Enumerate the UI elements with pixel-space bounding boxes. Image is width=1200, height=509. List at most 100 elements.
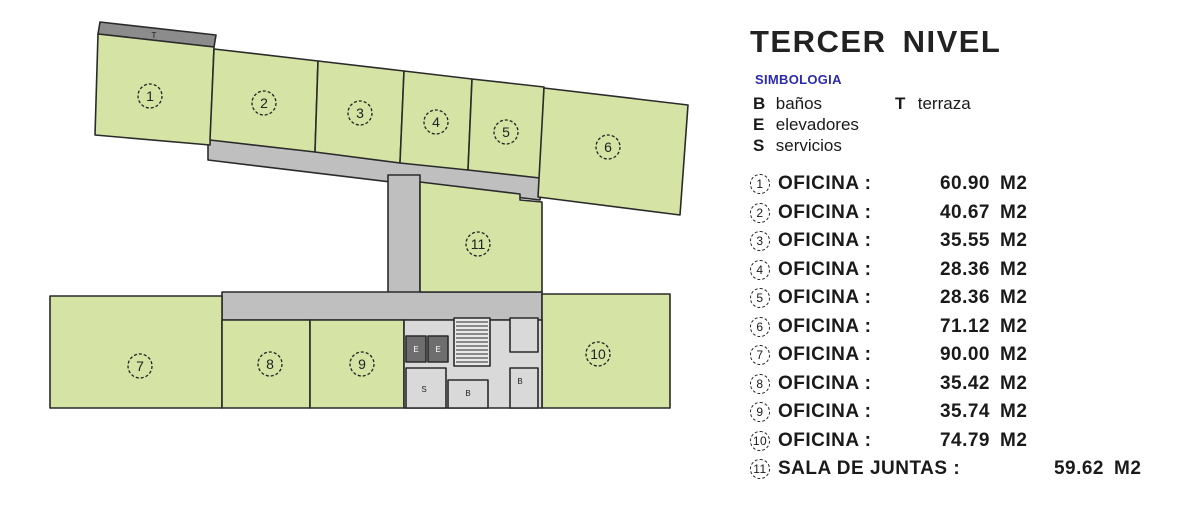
area-value: 28.36 xyxy=(939,287,990,309)
corridor-lower xyxy=(221,291,543,321)
room-number-icon: 3 xyxy=(750,231,770,252)
room-number-icon: 9 xyxy=(750,402,770,423)
legend-label: terraza xyxy=(917,94,971,113)
legend-label: elevadores xyxy=(775,115,859,134)
area-unit: M2 xyxy=(1000,429,1028,451)
area-value: 90.00 xyxy=(939,344,990,366)
bath-label-2: B xyxy=(517,377,522,386)
room-number-icon: 11 xyxy=(750,459,770,480)
room-7 xyxy=(49,295,223,409)
legend-item-s: S servicios xyxy=(753,135,1190,156)
area-name: SALA DE JUNTAS : xyxy=(778,458,961,480)
room-marker-circle xyxy=(465,231,491,257)
area-unit: M2 xyxy=(1000,173,1028,195)
legend-item-t: T terraza xyxy=(895,93,971,114)
area-unit: M2 xyxy=(1000,258,1028,280)
room-number-icon: 8 xyxy=(750,373,770,394)
room-number-icon: 6 xyxy=(750,316,770,337)
area-row: 4 OFICINA : 28.36 M2 xyxy=(750,256,1190,285)
room-number-icon: 1 xyxy=(750,174,770,195)
area-name: OFICINA : xyxy=(778,258,872,280)
service-box xyxy=(509,317,539,353)
room-marker-label: 11 xyxy=(471,236,486,252)
legend: B baños T terraza E elevadores S servici… xyxy=(753,93,1190,156)
area-row: 3 OFICINA : 35.55 M2 xyxy=(750,227,1190,256)
area-unit: M2 xyxy=(1000,230,1028,252)
area-name: OFICINA : xyxy=(778,230,872,252)
legend-code: T xyxy=(895,94,906,113)
legend-label: servicios xyxy=(775,136,842,155)
room-marker-label: 3 xyxy=(356,105,364,121)
room-marker-label: 1 xyxy=(146,88,154,104)
room-number-icon: 10 xyxy=(750,430,770,451)
area-row: 5 OFICINA : 28.36 M2 xyxy=(750,284,1190,313)
area-unit: M2 xyxy=(1114,458,1142,480)
room-marker-label: 2 xyxy=(260,95,268,111)
area-value: 40.67 xyxy=(939,201,990,223)
legend-heading: SIMBOLOGIA xyxy=(755,72,842,87)
room-marker-label: 7 xyxy=(136,358,144,374)
room-number-icon: 5 xyxy=(750,288,770,309)
legend-code: S xyxy=(753,136,765,155)
area-name: OFICINA : xyxy=(778,287,872,309)
bath-label-1: B xyxy=(465,389,470,398)
area-value: 35.74 xyxy=(939,401,990,423)
legend-item-e: E elevadores xyxy=(753,114,1190,135)
area-value: 71.12 xyxy=(939,315,990,337)
bath-2 xyxy=(509,367,539,409)
area-name: OFICINA : xyxy=(778,344,872,366)
room-marker-label: 5 xyxy=(502,124,510,140)
room-9 xyxy=(309,319,405,409)
service-room xyxy=(405,367,447,409)
area-name: OFICINA : xyxy=(778,201,872,223)
room-marker-label: 10 xyxy=(590,346,606,362)
area-unit: M2 xyxy=(1000,344,1028,366)
room-8 xyxy=(221,319,311,409)
room-marker-label: 6 xyxy=(604,139,612,155)
room-marker-circle xyxy=(493,119,519,145)
legend-code: B xyxy=(753,94,766,113)
service-label: S xyxy=(421,385,426,394)
area-unit: M2 xyxy=(1000,372,1028,394)
area-value: 35.55 xyxy=(939,230,990,252)
area-value: 28.36 xyxy=(939,258,990,280)
room-marker-label: 8 xyxy=(266,356,274,372)
elevator-label-2: E xyxy=(435,345,440,354)
room-6 xyxy=(537,87,689,216)
legend-label: baños xyxy=(775,94,823,113)
room-marker-circle xyxy=(347,100,373,126)
room-1 xyxy=(94,33,215,146)
area-value: 60.90 xyxy=(939,173,990,195)
area-value: 74.79 xyxy=(939,429,990,451)
legend-code: E xyxy=(753,115,765,134)
area-row: 10 OFICINA : 74.79 M2 xyxy=(750,427,1190,456)
terrace-label: T xyxy=(152,31,157,40)
room-number-icon: 4 xyxy=(750,259,770,280)
room-10 xyxy=(541,293,671,409)
room-marker-circle xyxy=(423,109,449,135)
area-row: 1 OFICINA : 60.90 M2 xyxy=(750,170,1190,199)
elevator-1 xyxy=(405,335,427,363)
room-marker-circle xyxy=(251,90,277,116)
area-name: OFICINA : xyxy=(778,401,872,423)
area-name: OFICINA : xyxy=(778,429,872,451)
area-unit: M2 xyxy=(1000,201,1028,223)
room-11 xyxy=(419,181,543,293)
corridor-vertical xyxy=(387,174,421,306)
room-marker-circle xyxy=(137,83,163,109)
room-marker-circle xyxy=(349,351,375,377)
room-marker-label: 9 xyxy=(358,356,366,372)
area-unit: M2 xyxy=(1000,287,1028,309)
room-marker-label: 4 xyxy=(432,114,440,130)
area-name: OFICINA : xyxy=(778,173,872,195)
page-title: TERCER NIVEL xyxy=(750,24,1002,59)
bath-1 xyxy=(447,379,489,409)
area-unit: M2 xyxy=(1000,401,1028,423)
